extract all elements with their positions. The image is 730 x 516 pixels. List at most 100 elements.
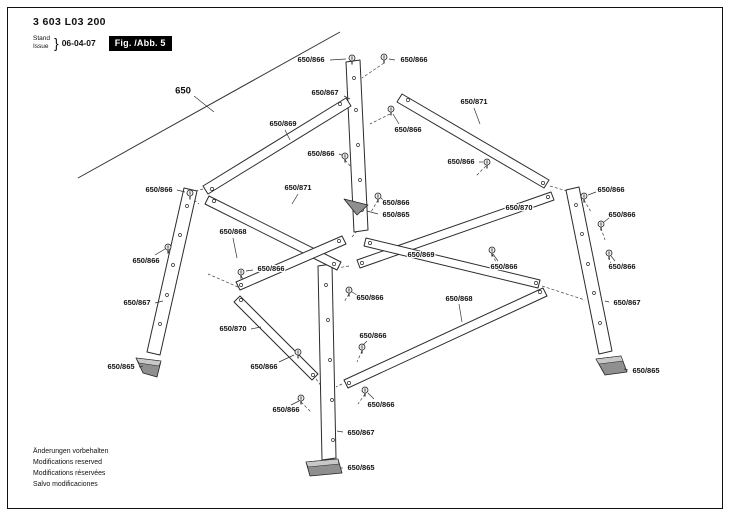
part-label: 650/865 — [347, 463, 374, 472]
screw-icon — [605, 249, 613, 261]
figure-badge: Fig. /Abb. 5 — [108, 35, 172, 51]
leg-left — [146, 187, 198, 356]
part-label: 650/867 — [347, 428, 374, 437]
part-label: 650/866 — [359, 331, 386, 340]
part-label: 650/866 — [490, 262, 517, 271]
label-leader-line — [284, 129, 291, 141]
issue-date: 06-04-07 — [61, 38, 96, 49]
issue-row: Stand Issue } 06-04-07 Fig. /Abb. 5 — [33, 35, 172, 51]
notice-de: Änderungen vorbehalten — [33, 448, 109, 455]
part-label: 650/866 — [132, 256, 159, 265]
screw-icon — [237, 268, 245, 280]
label-leader-line — [232, 237, 238, 259]
label-leader-line — [604, 300, 610, 303]
part-label: 650/866 — [447, 157, 474, 166]
label-leader-line — [336, 430, 344, 433]
foot-left — [135, 357, 162, 378]
document-number: 3 603 L03 200 — [33, 16, 106, 28]
part-label: 650/866 — [400, 55, 427, 64]
label-leader-line — [458, 303, 463, 323]
part-label: 650/866 — [250, 362, 277, 371]
part-label: 650/867 — [613, 298, 640, 307]
leg-front — [317, 263, 337, 461]
rail-lower-front-left — [233, 295, 319, 381]
foot-right — [595, 355, 628, 376]
screw-icon — [297, 394, 305, 406]
part-label: 650/871 — [460, 97, 487, 106]
footer-notices: Änderungen vorbehalten Modifications res… — [33, 446, 108, 490]
label-leader-line — [291, 193, 299, 205]
label-leader-line — [250, 326, 262, 330]
screw-icon — [597, 220, 605, 232]
part-label: 650/871 — [284, 183, 311, 192]
part-label: 650/868 — [445, 294, 472, 303]
label-leader-line — [290, 400, 300, 406]
label-leader-line — [245, 269, 254, 272]
part-label: 650/866 — [297, 55, 324, 64]
label-leader-line — [492, 253, 499, 262]
rail-upper-back-right — [396, 93, 550, 189]
header: 3 603 L03 200 Stand Issue } 06-04-07 Fig… — [33, 16, 172, 51]
part-label: 650/868 — [219, 227, 246, 236]
notice-es: Salvo modificaciones — [33, 481, 98, 489]
label-leader-line — [473, 107, 481, 125]
screw-icon — [380, 53, 388, 65]
screw-icon — [374, 192, 382, 204]
label-leader-line — [366, 210, 379, 215]
part-label: 650/865 — [107, 362, 134, 371]
part-label: 650/865 — [632, 366, 659, 375]
label-leader-line — [603, 217, 610, 223]
part-label: 650/867 — [311, 88, 338, 97]
label-leader-line — [154, 300, 164, 304]
label-leader-line — [362, 340, 368, 346]
label-leader-line — [338, 153, 343, 156]
part-labels-layer: 650 650/866 650/866 650/867 650/871 650/869 65… — [106, 54, 661, 474]
rail-lower-back-right — [363, 237, 541, 289]
label-leader-line — [392, 113, 400, 125]
label-leader-line — [154, 248, 166, 256]
table-edge-line — [77, 31, 341, 179]
part-label: 650/866 — [608, 262, 635, 271]
rail-lower-back-left — [235, 235, 347, 291]
label-leader-line — [388, 58, 396, 61]
label-leader-line — [278, 354, 295, 363]
issue-labels: Stand Issue — [33, 35, 50, 51]
screw-icon — [358, 343, 366, 355]
part-label: 650 — [175, 86, 191, 97]
part-label: 650/866 — [597, 185, 624, 194]
part-label: 650/869 — [407, 250, 434, 259]
label-leader-line — [610, 255, 616, 262]
leg-right — [565, 186, 613, 355]
rail-lower-front-right — [343, 287, 548, 389]
label-leader-line — [343, 95, 351, 100]
part-label: 650/870 — [219, 324, 246, 333]
part-label: 650/867 — [123, 298, 150, 307]
label-leader-line — [351, 291, 358, 296]
issue-label: Issue — [33, 43, 49, 51]
part-label: 650/866 — [382, 198, 409, 207]
label-leader-line — [367, 392, 375, 400]
notice-fr: Modifications réservées — [33, 470, 106, 478]
part-label: 650/866 — [367, 400, 394, 409]
part-label: 650/866 — [257, 264, 284, 273]
part-label: 650/866 — [272, 405, 299, 414]
screw-icon — [345, 286, 353, 298]
label-leader-line — [380, 197, 384, 201]
part-label: 650/866 — [394, 125, 421, 134]
label-leader-line — [138, 365, 144, 368]
part-label: 650/866 — [356, 293, 383, 302]
foot-front — [305, 458, 343, 477]
label-leader-line — [176, 189, 186, 193]
foot-center — [343, 198, 369, 216]
part-label: 650/869 — [269, 119, 296, 128]
screw-icon — [361, 386, 369, 398]
screw-icon — [341, 152, 349, 164]
part-label: 650/866 — [608, 210, 635, 219]
rail-upper-back-left — [202, 97, 352, 195]
part-label: 650/870 — [505, 203, 532, 212]
brace-glyph: } — [54, 35, 59, 52]
label-leader-line — [623, 368, 629, 371]
label-leader-line — [193, 95, 215, 113]
